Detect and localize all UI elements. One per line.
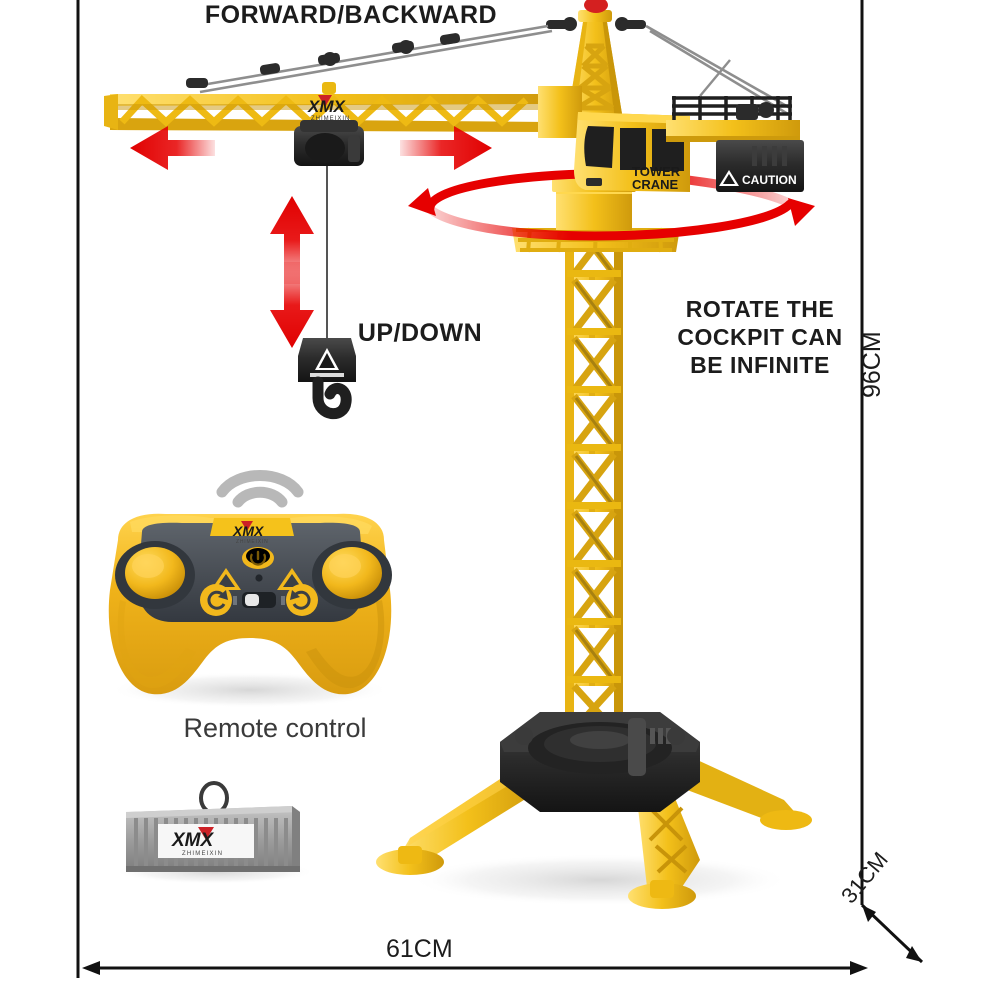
counterweight-label: CAUTION (742, 173, 797, 187)
svg-text:ZHIMEIXIN: ZHIMEIXIN (236, 539, 268, 545)
svg-text:XMX: XMX (171, 830, 215, 851)
dimension-width-label: 61CM (386, 935, 453, 963)
callout-rotate-cockpit: ROTATE THE COCKPIT CAN BE INFINITE (677, 296, 843, 379)
jib-left-arrow (130, 126, 215, 170)
cab-label-tower: TOWER (632, 164, 681, 179)
status-led (255, 574, 263, 582)
container-brand-logo: XMX ZHIMEIXIN (171, 827, 223, 857)
crane-base (376, 712, 812, 909)
callout-remote-control: Remote control (183, 713, 367, 743)
cab-label-crane: CRANE (632, 177, 679, 192)
svg-text:ZHIMEIXIN: ZHIMEIXIN (182, 851, 223, 857)
jib-brand-logo: XMX ZHIMEIXIN (307, 95, 350, 122)
hoist-up-arrow (270, 196, 314, 284)
remote-control-illustration: XMX ZHIMEIXIN (108, 470, 392, 695)
jib-right-arrow (400, 126, 492, 170)
dimension-depth-line (860, 903, 924, 964)
power-button[interactable] (242, 547, 274, 569)
tie-bar-clamps (186, 33, 461, 88)
rotate-left-button[interactable] (200, 584, 232, 616)
right-joystick[interactable] (312, 541, 392, 609)
left-joystick[interactable] (115, 541, 195, 609)
dimension-width-line (82, 961, 868, 975)
dimension-height-label: 96CM (858, 331, 886, 398)
remote-brand-logo: XMX ZHIMEIXIN (232, 521, 268, 545)
crane-counterweight: CAUTION (716, 140, 804, 192)
hoist-down-arrow (270, 262, 314, 348)
svg-text:XMX: XMX (232, 523, 265, 539)
crane-shadow (410, 854, 790, 906)
crane-cab: TOWER CRANE (574, 112, 690, 192)
crane-trolley (294, 120, 364, 166)
callout-up-down: UP/DOWN (357, 319, 483, 347)
shipping-container-load: XMX ZHIMEIXIN (126, 781, 300, 872)
crane-hook-block (298, 338, 356, 419)
callout-forward-backward: FORWARD/BACKWARD (204, 1, 498, 29)
crane-mast (565, 215, 623, 745)
rotate-right-button[interactable] (286, 584, 318, 616)
svg-text:XMX: XMX (307, 97, 347, 116)
wifi-signal-icon (216, 470, 304, 508)
dimension-lines (76, 0, 924, 978)
svg-text:ZHIMEIXIN: ZHIMEIXIN (311, 116, 350, 122)
beacon-light (584, 0, 608, 13)
